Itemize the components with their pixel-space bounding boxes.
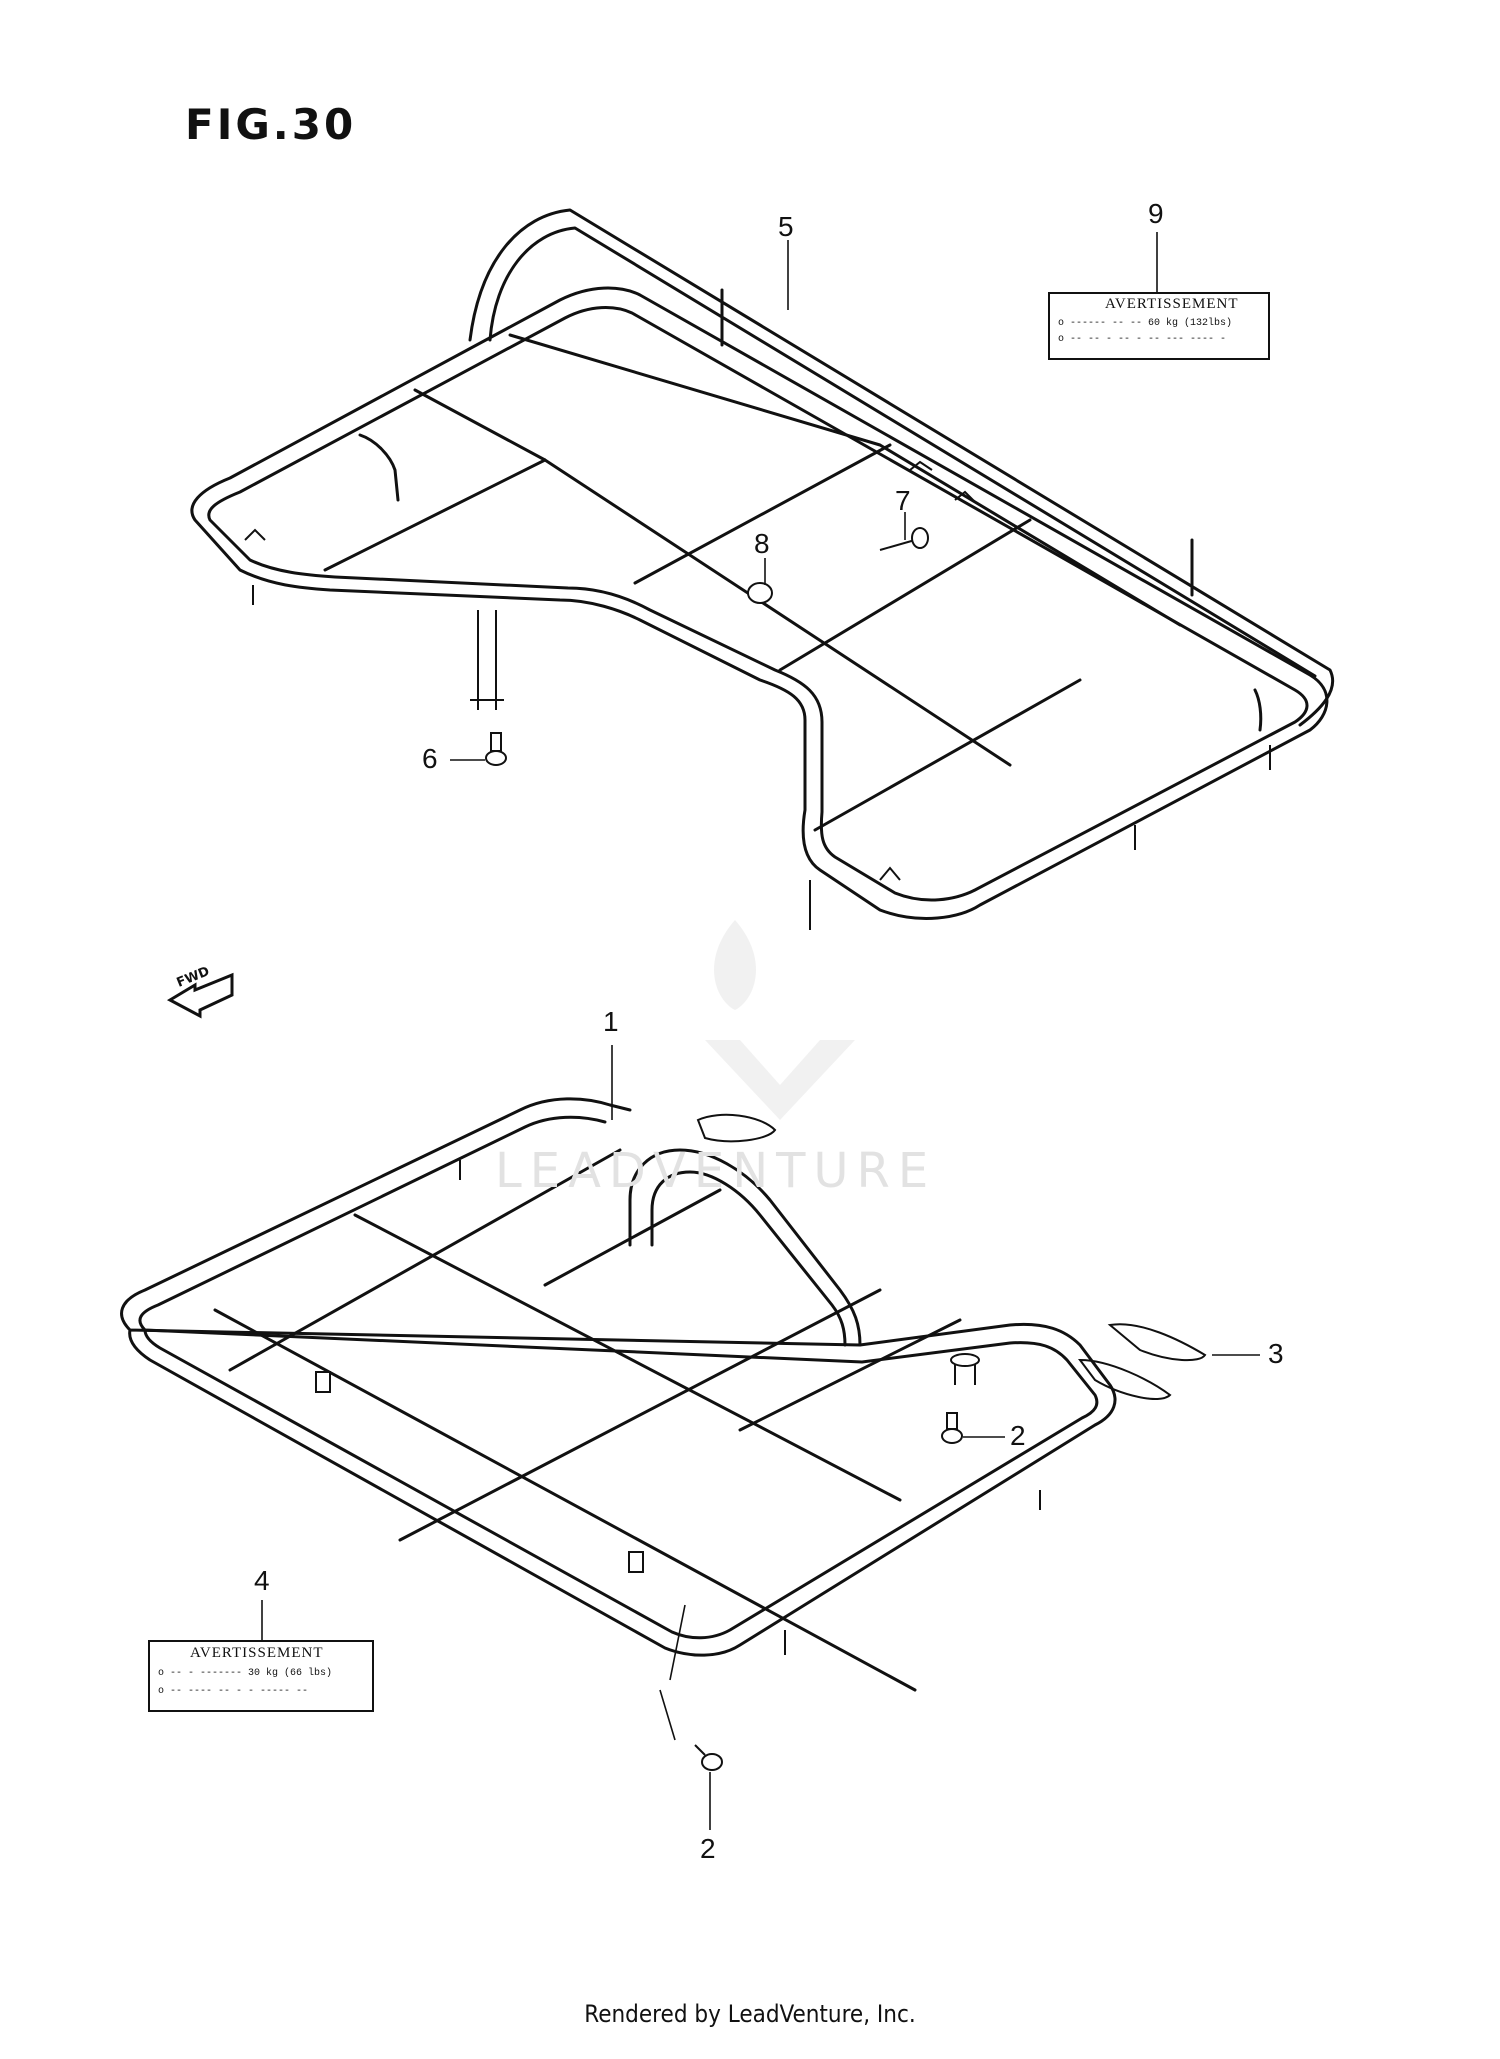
callout-6: 6 bbox=[422, 743, 438, 774]
label-4-line-1: o -- - ------- 30 kg (66 lbs) bbox=[158, 1668, 333, 1679]
warning-label-4: AVERTISSEMENT o -- - ------- 30 kg (66 l… bbox=[148, 1640, 374, 1712]
rear-carrier-rack-lower bbox=[120, 1097, 1117, 1692]
callout-7: 7 bbox=[895, 485, 911, 516]
figure-title: FIG.30 bbox=[185, 100, 357, 149]
label-4-line-2: o -- ---- -- - - ----- -- bbox=[158, 1686, 309, 1697]
label-9-line-2: o -- -- - -- - -- --- ---- - bbox=[1058, 334, 1227, 345]
warning-label-9: AVERTISSEMENT o ------ -- -- 60 kg (132l… bbox=[1048, 292, 1270, 360]
forward-arrow-icon bbox=[166, 972, 234, 1019]
callout-4: 4 bbox=[254, 1565, 270, 1596]
label-9-line-1: o ------ -- -- 60 kg (132lbs) bbox=[1058, 318, 1233, 329]
leadventure-logo-watermark bbox=[705, 920, 855, 1120]
nut-8 bbox=[747, 582, 773, 604]
footer-credit: Rendered by LeadVenture, Inc. bbox=[584, 2000, 916, 2028]
bolt-2-lower bbox=[694, 1744, 723, 1771]
callout-9: 9 bbox=[1148, 198, 1164, 229]
callout-8: 8 bbox=[754, 528, 770, 559]
label-9-title: AVERTISSEMENT bbox=[1105, 296, 1239, 312]
callout-1: 1 bbox=[603, 1006, 619, 1037]
bolt-2-upper bbox=[941, 1412, 963, 1444]
callout-2-lower: 2 bbox=[700, 1833, 716, 1864]
bolt-6 bbox=[485, 732, 507, 766]
callout-3: 3 bbox=[1268, 1338, 1284, 1369]
leader-lines bbox=[261, 232, 1260, 1830]
front-carrier-rack-upper bbox=[190, 208, 1335, 930]
watermark-text: LEADVENTURE bbox=[495, 1143, 937, 1199]
strap-3 bbox=[1077, 1323, 1207, 1401]
bolt-7 bbox=[879, 527, 929, 551]
label-4-title: AVERTISSEMENT bbox=[190, 1645, 324, 1661]
callout-2-upper: 2 bbox=[1010, 1420, 1026, 1451]
callout-5: 5 bbox=[778, 211, 794, 242]
